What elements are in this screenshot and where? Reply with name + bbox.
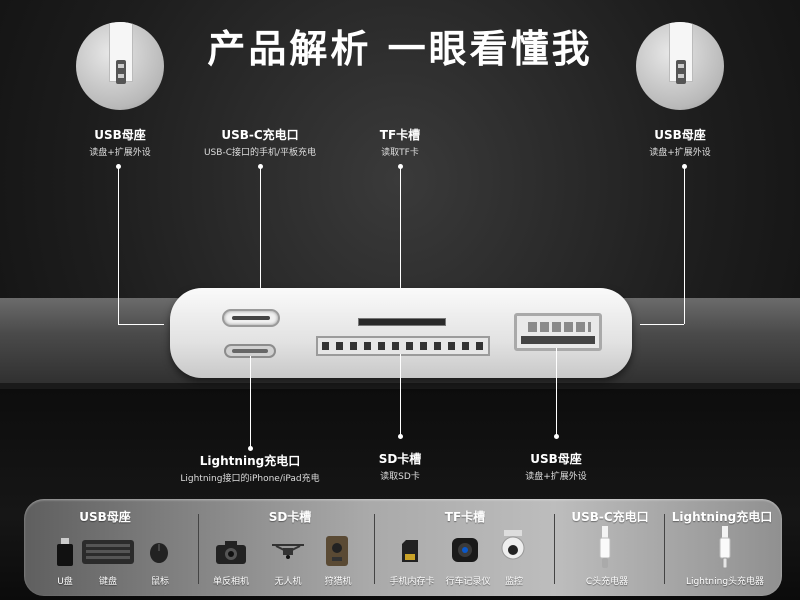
- item-label: 手机内存卡: [389, 577, 435, 587]
- callout-sub: 读盘+扩展外设: [649, 148, 711, 158]
- usb-a-port: [514, 313, 602, 351]
- callout-sub: Lightning接口的iPhone/iPad充电: [180, 474, 320, 484]
- group-title-lightning: Lightning充电口: [671, 510, 773, 524]
- callout-tf-top: TF卡槽 读取TF卡: [350, 126, 450, 158]
- callout-usb-right: USB母座 读盘+扩展外设: [630, 126, 730, 158]
- drone-icon: [272, 544, 304, 559]
- leader-line: [118, 168, 119, 324]
- lightning-charger-icon: [719, 526, 731, 569]
- callout-heading: TF卡槽: [379, 128, 421, 142]
- leader-line: [250, 356, 251, 448]
- callout-usb-bottom: USB母座 读盘+扩展外设: [506, 450, 606, 482]
- callout-sub: 读取SD卡: [380, 472, 420, 482]
- tf-card-slot: [358, 318, 446, 326]
- mouse-icon: [150, 543, 168, 563]
- usb-plug-icon: [116, 60, 126, 84]
- item-label: C头充电器: [585, 577, 629, 587]
- callout-usbc-top: USB-C充电口 USB-C接口的手机/平板充电: [180, 126, 340, 158]
- usbc-charger-icon: [599, 526, 611, 568]
- item-label: Lightning头充电器: [685, 577, 765, 587]
- group-title-tf: TF卡槽: [444, 510, 486, 524]
- callout-sub: 读盘+扩展外设: [525, 472, 587, 482]
- usb-plug-icon: [676, 60, 686, 84]
- leader-dot: [398, 434, 403, 439]
- callout-sub: USB-C接口的手机/平板充电: [203, 148, 317, 158]
- callout-usb-left: USB母座 读盘+扩展外设: [70, 126, 170, 158]
- security-camera-icon: [501, 530, 525, 560]
- leader-line: [118, 324, 164, 325]
- item-label: 狩猎机: [324, 577, 352, 587]
- callout-heading: Lightning充电口: [199, 454, 301, 468]
- callout-heading: USB母座: [94, 128, 146, 142]
- memory-card-icon: [402, 540, 418, 562]
- usb-port-zoom-left: [76, 22, 164, 110]
- leader-dot: [398, 164, 403, 169]
- item-label: 无人机: [274, 577, 302, 587]
- item-label: 行车记录仪: [445, 577, 491, 587]
- group-title-usbc: USB-C充电口: [571, 510, 649, 524]
- callout-sub: 读取TF卡: [381, 148, 419, 158]
- item-label: U盘: [57, 577, 73, 587]
- leader-dot: [258, 164, 263, 169]
- item-label: 监控: [504, 577, 523, 587]
- leader-line: [684, 168, 685, 324]
- usbc-port: [222, 309, 280, 327]
- leader-line: [400, 168, 401, 318]
- callout-sd-bottom: SD卡槽 读取SD卡: [350, 450, 450, 482]
- panel-divider: [198, 514, 199, 584]
- camera-icon: [216, 541, 246, 564]
- callout-sub: 读盘+扩展外设: [89, 148, 151, 158]
- callout-lightning-bottom: Lightning充电口 Lightning接口的iPhone/iPad充电: [160, 452, 340, 484]
- callout-heading: SD卡槽: [378, 452, 422, 466]
- panel-divider: [554, 514, 555, 584]
- trail-camera-icon: [326, 536, 348, 566]
- panel-divider: [664, 514, 665, 584]
- item-label: 键盘: [98, 577, 117, 587]
- callout-heading: USB-C充电口: [221, 128, 299, 142]
- item-label: 单反相机: [212, 577, 249, 587]
- keyboard-icon: [82, 540, 134, 564]
- item-label: 鼠标: [150, 577, 169, 587]
- callout-heading: USB母座: [654, 128, 706, 142]
- leader-line: [260, 168, 261, 314]
- group-title-sd: SD卡槽: [268, 510, 312, 524]
- leader-dot: [554, 434, 559, 439]
- leader-dot: [682, 164, 687, 169]
- sd-card-slot: [316, 336, 490, 356]
- leader-line: [556, 348, 557, 436]
- usb-port-zoom-right: [636, 22, 724, 110]
- panel-divider: [374, 514, 375, 584]
- leader-dot: [248, 446, 253, 451]
- callout-heading: USB母座: [530, 452, 582, 466]
- group-title-usb: USB母座: [79, 510, 131, 524]
- usb-drive-icon: [57, 538, 73, 566]
- dashcam-icon: [452, 538, 478, 562]
- page-title: 产品解析 一眼看懂我: [207, 27, 593, 71]
- leader-line: [400, 354, 401, 436]
- leader-dot: [116, 164, 121, 169]
- leader-line: [640, 324, 684, 325]
